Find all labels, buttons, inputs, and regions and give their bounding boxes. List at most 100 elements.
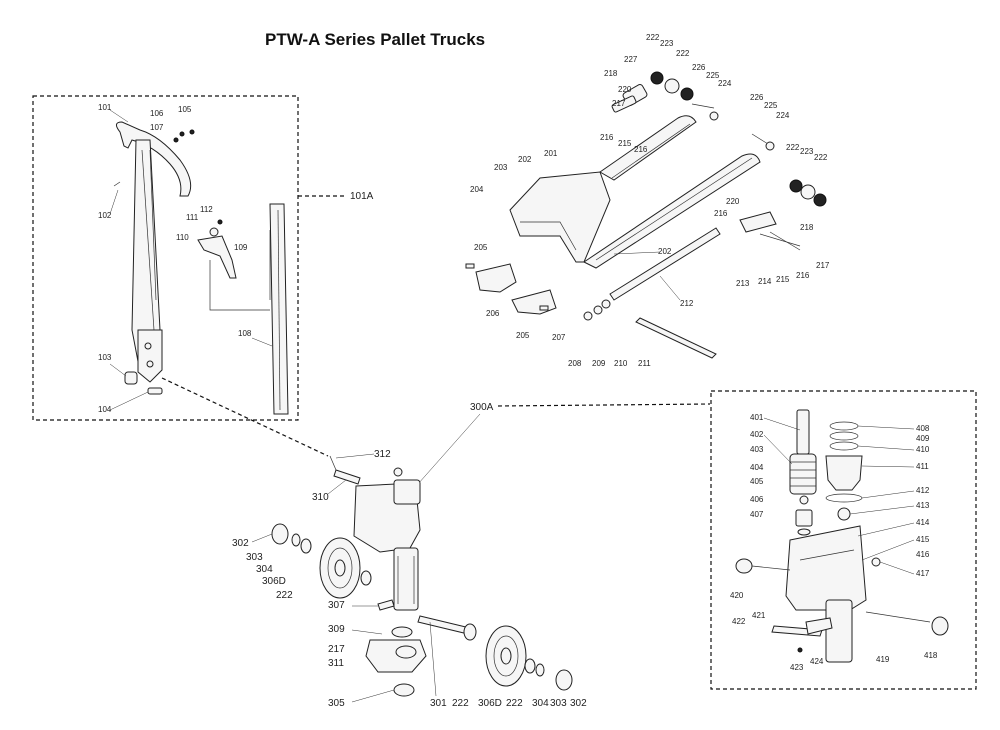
part-number-label: 307 — [328, 600, 345, 611]
fork-frame — [465, 71, 827, 359]
part-number-label: 227 — [624, 55, 638, 64]
part-number-label: 207 — [552, 333, 566, 342]
part-number-label: 408 — [916, 424, 930, 433]
part-number-label: 304 — [532, 698, 549, 709]
part-number-label: 309 — [328, 624, 345, 635]
part-number-label: 201 — [544, 149, 558, 158]
fork-upper — [599, 115, 697, 181]
part-number-label: 226 — [692, 63, 706, 72]
part-number-label: 218 — [800, 223, 814, 232]
part-number-label: 418 — [924, 651, 938, 660]
part-number-label: 210 — [614, 359, 628, 368]
part-number-label: 301 — [430, 698, 447, 709]
part-number-label: 208 — [568, 359, 582, 368]
pump-detail-box — [710, 390, 977, 690]
part-number-label: 424 — [810, 657, 824, 666]
handle-to-pump-leader — [161, 377, 329, 457]
pump-labels: 312 310 302 303 304 306D 222 307 309 217… — [232, 449, 587, 709]
part-number-label: 103 — [98, 353, 112, 362]
part-number-label: 415 — [916, 535, 930, 544]
part-number-label: 311 — [328, 658, 344, 669]
part-number-label: 202 — [518, 155, 532, 164]
part-number-label: 222 — [814, 153, 828, 162]
control-lever — [197, 235, 237, 279]
part-number-label: 216 — [714, 209, 728, 218]
pump-base — [365, 639, 427, 673]
part-number-label: 217 — [328, 644, 345, 655]
pump-detail-labels: 401 402 403 404 405 406 407 408 409 410 … — [730, 413, 938, 672]
part-number-label: 303 — [246, 552, 263, 563]
part-number-label: 306D — [478, 698, 502, 709]
part-number-label: 225 — [764, 101, 778, 110]
part-number-label: 414 — [916, 518, 930, 527]
part-number-label: 216 — [796, 271, 810, 280]
part-number-label: 214 — [758, 277, 772, 286]
part-number-label: 417 — [916, 569, 930, 578]
part-number-label: 401 — [750, 413, 764, 422]
part-number-label: 421 — [752, 611, 766, 620]
pump-assembly — [271, 455, 573, 697]
handle-group-label: 101A — [350, 191, 374, 202]
part-number-label: 112 — [200, 205, 213, 214]
fork-lower — [583, 153, 761, 269]
part-number-label: 222 — [452, 698, 469, 709]
part-number-label: 220 — [726, 197, 740, 206]
part-number-label: 203 — [494, 163, 508, 172]
part-number-label: 206 — [486, 309, 500, 318]
part-number-label: 102 — [98, 211, 112, 220]
pump-detail-body — [785, 525, 867, 611]
part-number-label: 224 — [776, 111, 790, 120]
pump-to-detail-leader — [497, 403, 711, 407]
part-number-label: 302 — [570, 698, 587, 709]
part-number-label: 305 — [328, 698, 345, 709]
part-number-label: 226 — [750, 93, 764, 102]
part-number-label: 202 — [658, 247, 672, 256]
part-number-label: 416 — [916, 550, 930, 559]
handle-loop — [116, 121, 192, 197]
part-number-label: 224 — [718, 79, 732, 88]
part-number-label: 304 — [256, 564, 273, 575]
part-number-label: 306D — [262, 576, 286, 587]
diagram-title: PTW-A Series Pallet Trucks — [265, 30, 486, 49]
part-number-label: 405 — [750, 477, 764, 486]
part-number-label: 406 — [750, 495, 764, 504]
part-number-label: 222 — [646, 33, 660, 42]
part-number-label: 215 — [618, 139, 632, 148]
part-number-label: 110 — [176, 233, 189, 242]
part-number-label: 404 — [750, 463, 764, 472]
part-number-label: 205 — [474, 243, 488, 252]
part-number-label: 422 — [732, 617, 746, 626]
part-number-label: 411 — [916, 462, 929, 471]
part-number-label: 220 — [618, 85, 632, 94]
part-number-label: 225 — [706, 71, 720, 80]
part-number-label: 412 — [916, 486, 930, 495]
part-number-label: 222 — [276, 590, 293, 601]
part-number-label: 217 — [612, 99, 626, 108]
part-number-label: 216 — [600, 133, 614, 142]
part-number-label: 209 — [592, 359, 606, 368]
push-rod — [609, 227, 721, 301]
part-number-label: 410 — [916, 445, 930, 454]
part-number-label: 222 — [506, 698, 523, 709]
part-number-label: 223 — [660, 39, 674, 48]
part-number-label: 420 — [730, 591, 744, 600]
part-number-label: 407 — [750, 510, 764, 519]
part-number-label: 223 — [800, 147, 814, 156]
part-number-label: 222 — [786, 143, 800, 152]
part-number-label: 105 — [178, 105, 192, 114]
part-number-label: 213 — [736, 279, 750, 288]
part-number-label: 409 — [916, 434, 930, 443]
part-number-label: 205 — [516, 331, 530, 340]
part-number-label: 108 — [238, 329, 252, 338]
handle-group-box — [32, 95, 299, 421]
handle-assembly — [113, 121, 289, 415]
pump-group-label: 300A — [470, 402, 494, 413]
part-number-label: 303 — [550, 698, 567, 709]
part-number-label: 212 — [680, 299, 694, 308]
part-number-label: 302 — [232, 538, 249, 549]
part-number-label: 109 — [234, 243, 248, 252]
part-number-label: 423 — [790, 663, 804, 672]
part-number-label: 106 — [150, 109, 164, 118]
part-number-label: 222 — [676, 49, 690, 58]
